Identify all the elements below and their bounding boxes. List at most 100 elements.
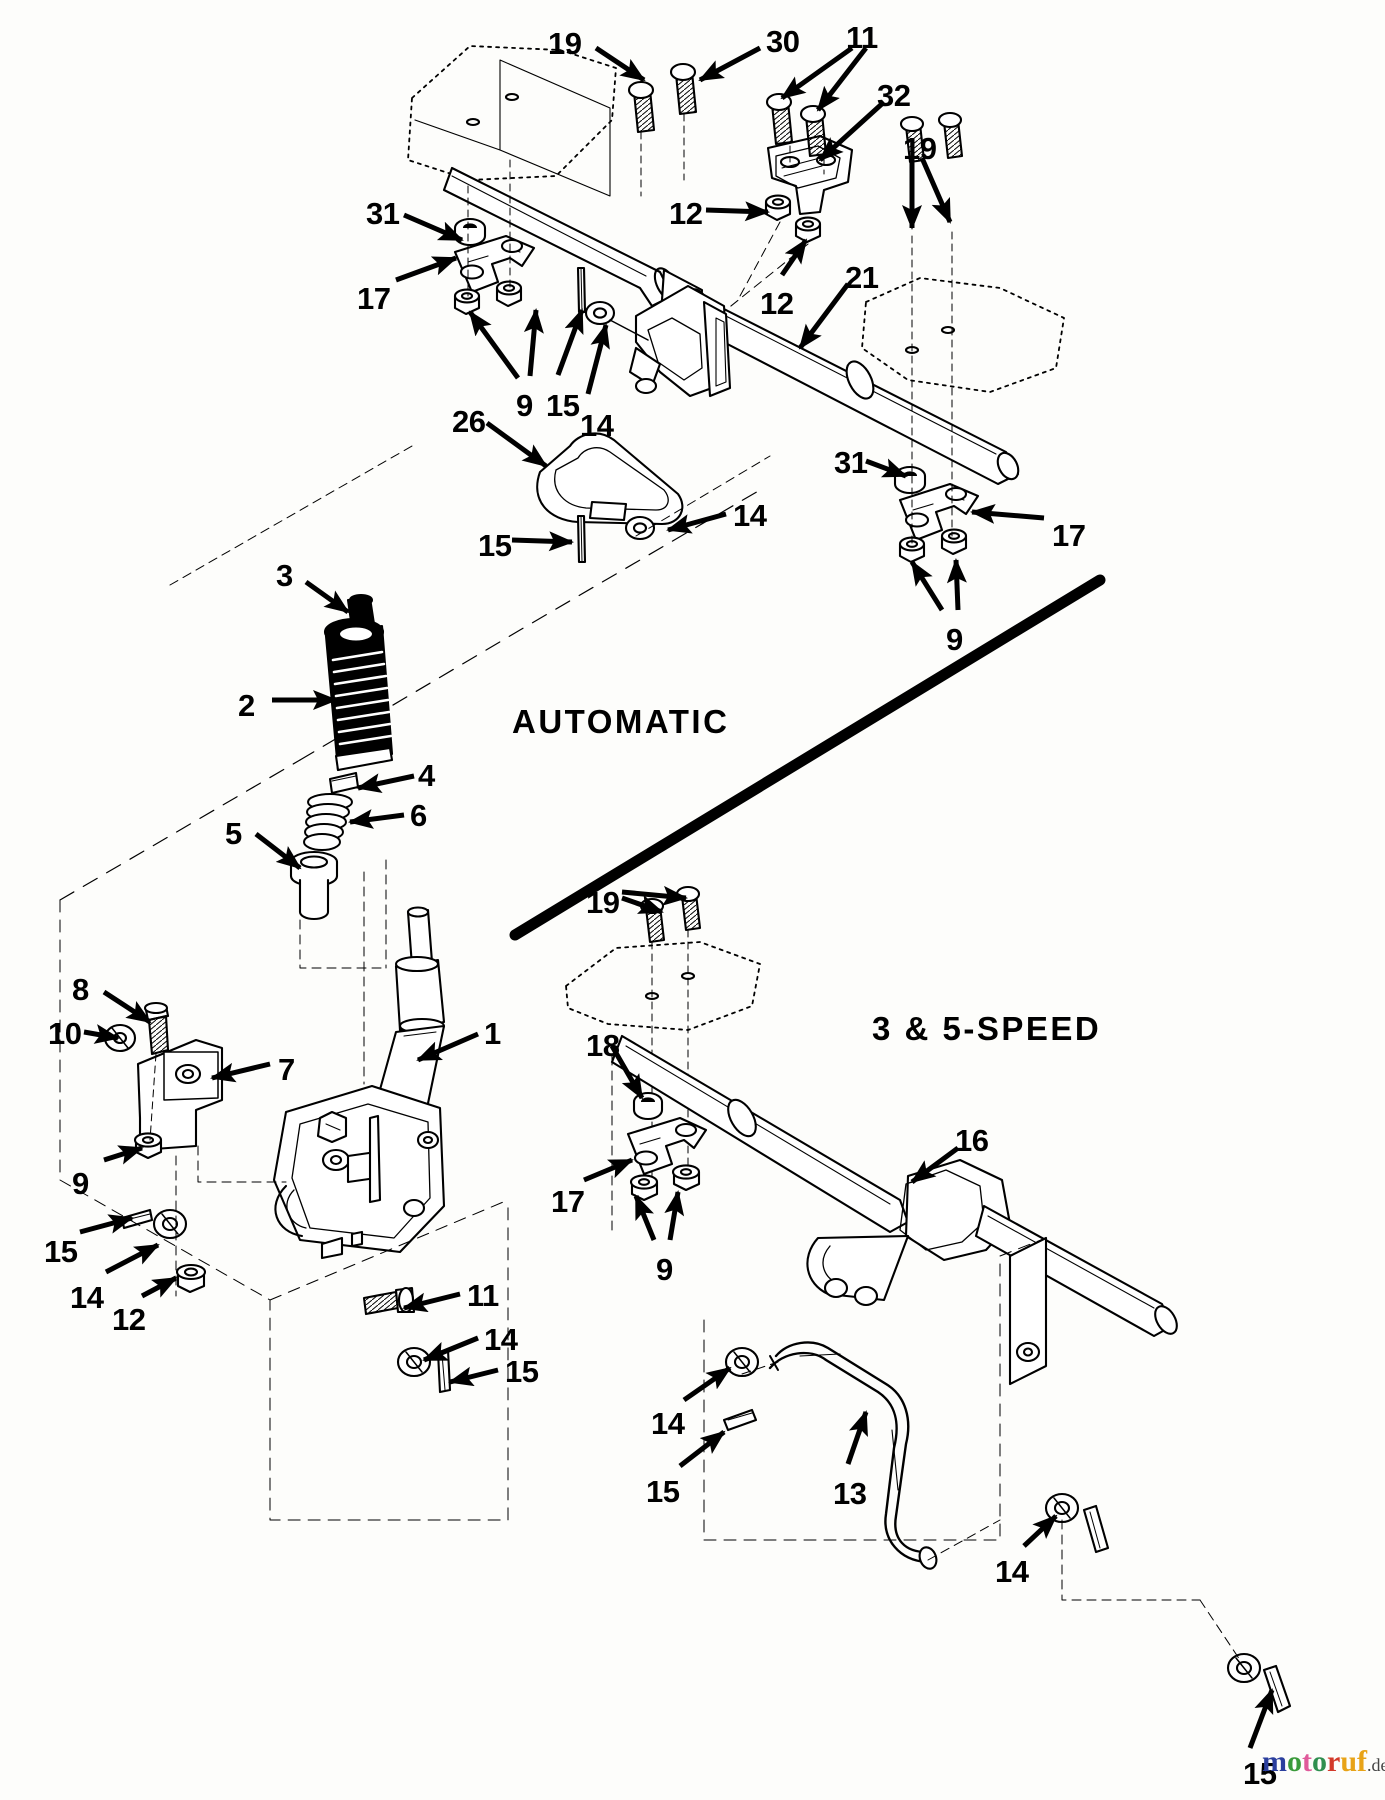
leader-arrow-7 [210,1061,271,1083]
callout-number-18: 18 [586,1028,620,1063]
callout-number-15: 15 [478,528,512,563]
leader-arrow-4 [356,773,415,793]
leader-arrow-14 [1022,1514,1058,1548]
leader-arrow-12 [705,201,770,222]
leader-arrow-19 [594,45,646,83]
callout-number-14: 14 [733,498,767,533]
watermark-letter: u [1340,1745,1358,1778]
callout-number-15: 15 [44,1234,78,1269]
leader-arrow-9 [946,558,967,611]
callout-number-26: 26 [452,404,486,439]
callout-number-13: 13 [833,1476,867,1511]
watermark-letter: o [1312,1745,1327,1778]
callout-number-17: 17 [1052,518,1086,553]
leader-arrow-14 [104,1242,160,1275]
callout-number-15: 15 [646,1474,680,1509]
callout-number-12: 12 [760,286,794,321]
leader-arrow-11 [816,46,868,112]
callout-number-17: 17 [551,1184,585,1219]
leader-arrow-15 [448,1366,499,1387]
leader-arrow-14 [682,1365,732,1403]
callout-number-7: 7 [278,1052,295,1087]
leader-arrow-11 [402,1291,461,1313]
leader-arrow-15 [511,531,574,552]
leader-arrow-9 [664,1190,685,1241]
leader-arrow-3 [304,579,350,615]
callout-number-8: 8 [72,972,89,1007]
leader-arrow-15 [555,308,585,376]
watermark-letter: m [1262,1745,1287,1778]
leader-arrow-9 [467,310,521,380]
watermark-suffix: .de [1367,1755,1385,1775]
callout-number-14: 14 [995,1554,1029,1589]
callout-number-12: 12 [112,1302,146,1337]
leader-arrow-19 [621,894,664,915]
leader-arrow-31 [403,212,464,243]
callout-number-15: 15 [546,388,580,423]
leader-arrow-6 [348,809,405,829]
leader-arrow-19 [621,885,688,906]
callout-number-6: 6 [410,798,427,833]
leader-arrow-14 [422,1335,479,1363]
leader-arrow-17 [583,1157,634,1183]
leader-arrow-30 [698,45,762,83]
leader-arrow-19 [919,156,953,224]
callout-number-4: 4 [418,758,435,793]
leader-arrow-9 [633,1194,657,1241]
callout-number-15: 15 [1243,1756,1277,1791]
callout-number-32: 32 [877,78,911,113]
callout-number-11: 11 [846,20,878,55]
watermark-letter: t [1302,1745,1312,1778]
callout-number-17: 17 [357,281,391,316]
callout-number-14: 14 [580,408,614,443]
leader-arrow-14 [666,511,727,534]
callout-number-10: 10 [48,1016,82,1051]
leader-arrow-9 [103,1145,144,1165]
leader-arrow-13 [845,1410,869,1465]
leader-arrow-12 [779,238,809,277]
callout-number-9: 9 [946,622,963,657]
callout-number-2: 2 [238,688,255,723]
leader-arrow-1 [416,1031,479,1063]
leader-arrow-16 [910,1145,960,1185]
leader-arrow-11 [780,45,854,101]
motoruf-watermark: motoruf.de [1262,1745,1385,1779]
leader-arrow-15 [678,1430,726,1468]
leader-arrow-32 [818,100,886,162]
callout-number-1: 1 [484,1016,501,1051]
leader-arrow-18 [609,1044,645,1100]
leader-arrow-31 [865,458,908,479]
leader-arrow-17 [395,255,458,283]
callout-number-5: 5 [225,816,242,851]
leader-arrow-26 [485,420,548,469]
leader-arrow-8 [102,989,152,1025]
watermark-letter: f [1357,1745,1368,1778]
callout-number-12: 12 [669,196,703,231]
callout-number-14: 14 [484,1322,518,1357]
leader-arrow-9 [909,560,945,612]
callout-number-11: 11 [467,1278,499,1313]
leader-arrow-10 [83,1024,120,1044]
section-title-automatic: AUTOMATIC [512,703,730,740]
callout-number-31: 31 [834,445,868,480]
section-divider [509,574,1106,941]
leader-arrow-12 [140,1275,178,1299]
leader-arrow-17 [970,503,1045,524]
watermark-letter: o [1287,1745,1302,1778]
leader-arrow-15 [79,1214,134,1235]
leader-arrow-21 [798,282,850,350]
section-title-speed3and5: 3 & 5-SPEED [872,1010,1102,1047]
watermark-letter: r [1327,1745,1341,1778]
callout-number-19: 19 [548,26,582,61]
callout-number-19: 19 [903,131,937,166]
leader-arrow-15 [1247,1688,1275,1749]
leader-arrow-9 [523,308,544,377]
callout-number-14: 14 [651,1406,685,1441]
callout-number-3: 3 [276,558,293,593]
callout-number-19: 19 [586,885,620,920]
callout-number-31: 31 [366,196,400,231]
callout-number-30: 30 [766,24,800,59]
